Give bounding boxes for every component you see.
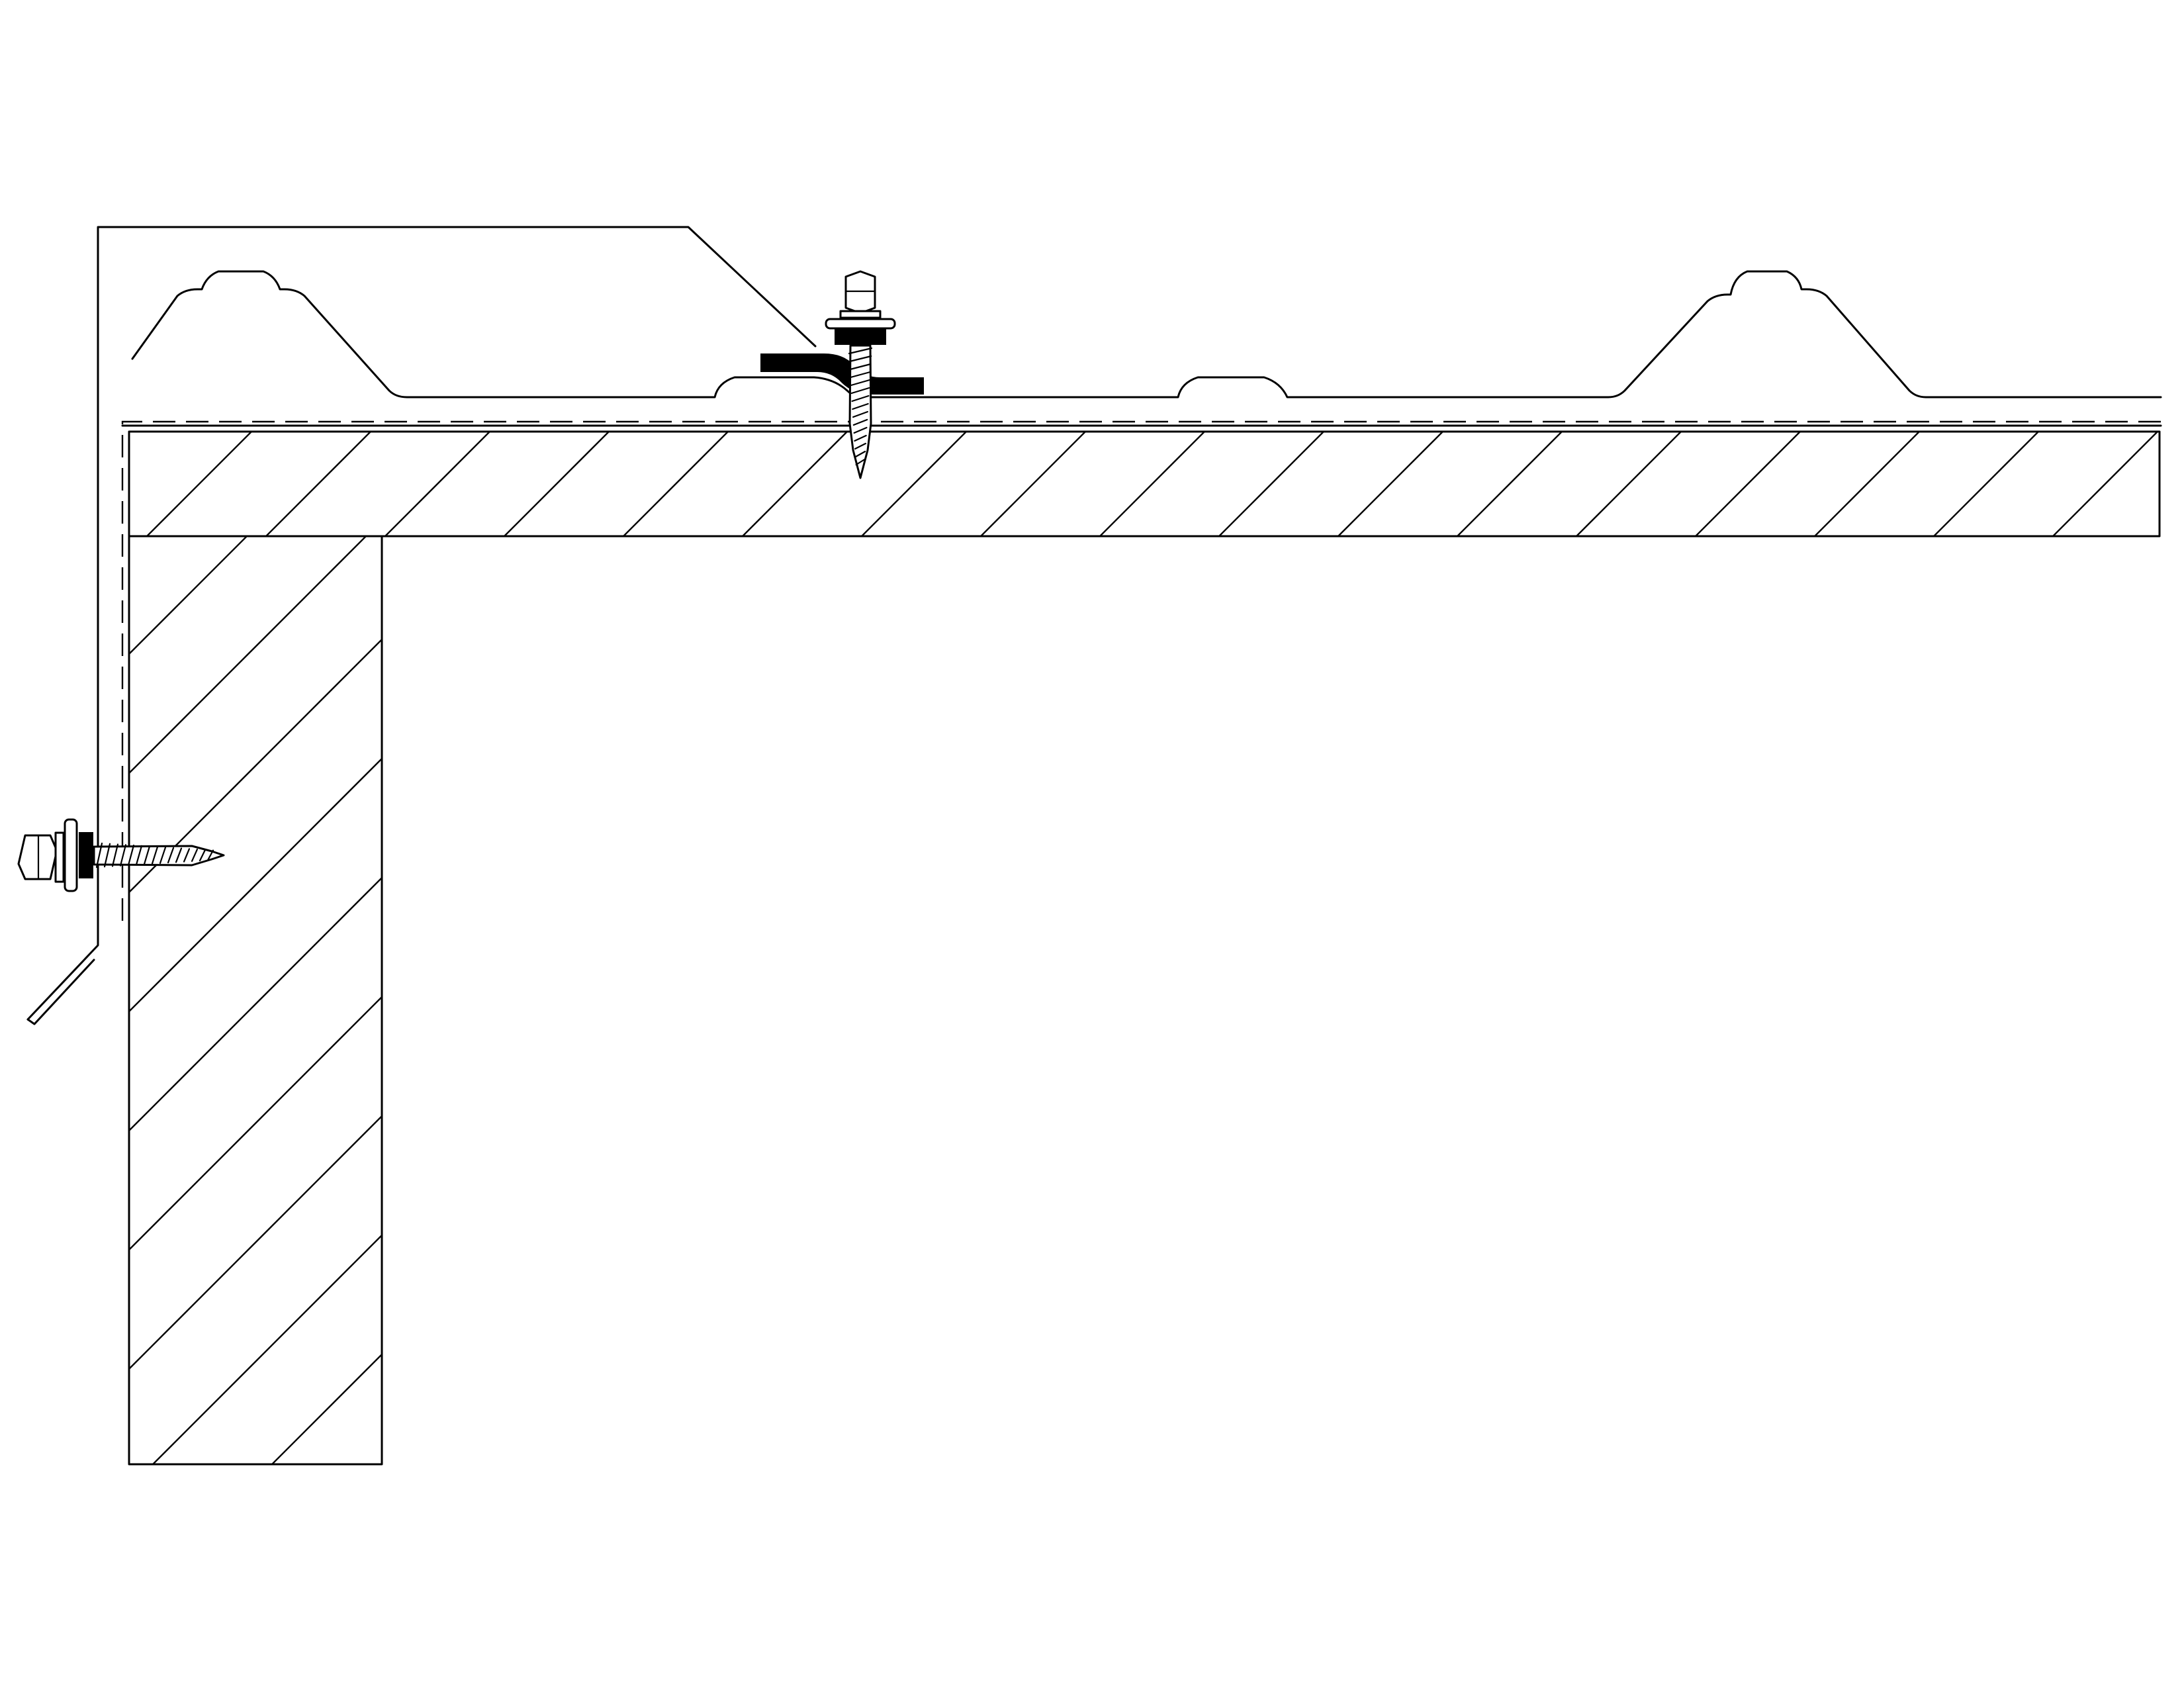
screw-thread — [851, 395, 870, 402]
screw-thread — [159, 846, 167, 865]
screw-thread — [852, 418, 868, 426]
hatch-line — [129, 1115, 382, 1370]
closure-strip — [760, 353, 924, 395]
underlayment — [121, 420, 2161, 927]
hatch-line — [1933, 432, 2039, 536]
hatch-line — [129, 536, 367, 774]
screw-thread — [850, 379, 871, 387]
trim-fastener-icon — [17, 818, 225, 892]
screw-thread — [848, 347, 873, 355]
screw-thread — [95, 842, 103, 868]
screw-thread — [848, 355, 872, 363]
screw-thread — [183, 848, 191, 863]
hatch-line — [385, 432, 490, 536]
hatch-line — [623, 432, 729, 536]
screw-thread — [167, 847, 175, 864]
screw-thread — [119, 844, 127, 867]
roof-fastener-icon — [825, 270, 896, 479]
roof-sheathing — [128, 430, 2184, 538]
screw-thread — [206, 849, 214, 861]
wall-sheathing — [128, 535, 383, 1688]
screw-thread — [199, 849, 206, 862]
hatch-line — [1338, 432, 1443, 536]
hatch-line — [2172, 432, 2184, 536]
screw-thread — [191, 848, 199, 863]
screw-thread — [852, 410, 869, 418]
hatch-line — [129, 536, 248, 655]
screw-thread — [127, 844, 135, 867]
hatch-line — [861, 432, 967, 536]
screw-thread — [111, 843, 119, 867]
hatch-line — [1814, 432, 1920, 536]
screw-thread — [103, 843, 111, 868]
screw-thread — [855, 458, 866, 466]
hatch-line — [129, 1474, 382, 1688]
screw-thread — [849, 363, 872, 371]
screw-thread — [151, 846, 159, 865]
screw-thread — [854, 434, 867, 442]
screw-thread — [850, 371, 871, 379]
screw-thread — [175, 847, 183, 863]
hatch-line — [265, 432, 371, 536]
hatch-line — [1218, 432, 1324, 536]
screw-thread — [854, 442, 867, 450]
hatch-line — [1576, 432, 1682, 536]
corrugated-roof-panel — [131, 270, 2162, 399]
screw-thread — [853, 426, 868, 434]
hatch-line — [1099, 432, 1205, 536]
screw-thread — [850, 387, 870, 395]
hatch-line — [146, 432, 252, 536]
hatch-line — [742, 432, 848, 536]
hatch-line — [1695, 432, 1801, 536]
screw-thread — [854, 450, 866, 458]
screw-thread — [852, 402, 869, 410]
hatch-line — [129, 758, 382, 1012]
hatch-line — [129, 996, 382, 1250]
rake-trim-flashing — [26, 226, 2162, 1025]
hatch-line — [129, 877, 382, 1131]
screw-thread — [143, 845, 151, 865]
hatch-line — [1457, 432, 1563, 536]
hatch-line — [152, 1235, 382, 1464]
hatch-line — [2052, 432, 2158, 536]
hatch-line — [271, 1354, 382, 1464]
hatch-line — [980, 432, 1086, 536]
hatch-line — [504, 432, 610, 536]
screw-thread — [135, 845, 143, 866]
